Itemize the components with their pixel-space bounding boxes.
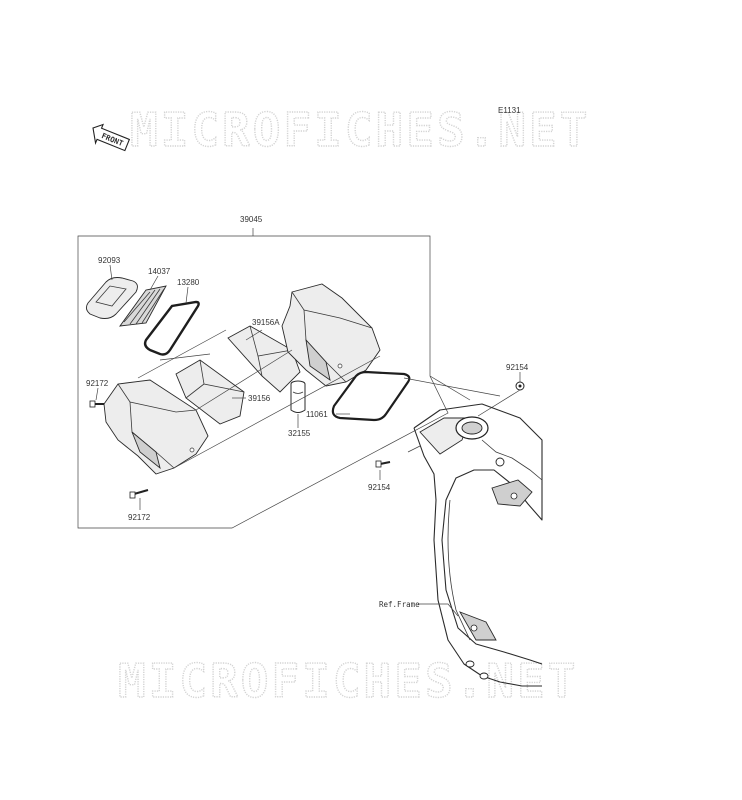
diagram-code: E1131: [498, 106, 521, 115]
part-92093-cover: [85, 277, 138, 319]
callout-92154-top: 92154: [506, 363, 529, 372]
callout-32155: 32155: [288, 429, 311, 438]
part-92172-screw-bottom: [129, 489, 149, 499]
callout-13280: 13280: [177, 278, 200, 287]
part-92172-screw-top: [89, 400, 104, 408]
part-duct-housing-right: [281, 283, 381, 387]
callout-39045: 39045: [240, 215, 263, 224]
watermark-bottom: MICROFICHES.NET: [118, 654, 578, 708]
part-39156-duct: [175, 359, 245, 425]
callout-ref-frame: Ref.Frame: [379, 600, 420, 609]
front-arrow-icon: FRONT: [92, 123, 131, 152]
part-14037-filter: [119, 285, 167, 327]
frame-ref: [407, 403, 543, 687]
part-13280-gasket: [143, 300, 200, 356]
watermark-top: MICROFICHES.NET: [130, 103, 590, 157]
callout-39156A: 39156A: [252, 318, 280, 327]
part-92154-bolt-bottom: [375, 460, 391, 468]
part-39156A-duct: [227, 325, 301, 393]
frame-guide-lines: [403, 375, 501, 401]
callout-11061: 11061: [306, 410, 328, 419]
callout-92154-bottom: 92154: [368, 483, 391, 492]
callout-92172-top: 92172: [86, 379, 109, 388]
part-92154-bolt-top: [515, 381, 525, 391]
callout-14037: 14037: [148, 267, 171, 276]
callout-92093: 92093: [98, 256, 121, 265]
assembly-outline: [77, 228, 449, 529]
callout-39156: 39156: [248, 394, 271, 403]
callout-92172-bottom: 92172: [128, 513, 151, 522]
part-11061-gasket: [331, 370, 411, 422]
part-32155-sleeve: [290, 380, 306, 413]
assembly-guide-lines: [137, 329, 381, 469]
part-duct-housing-left: [103, 379, 209, 475]
